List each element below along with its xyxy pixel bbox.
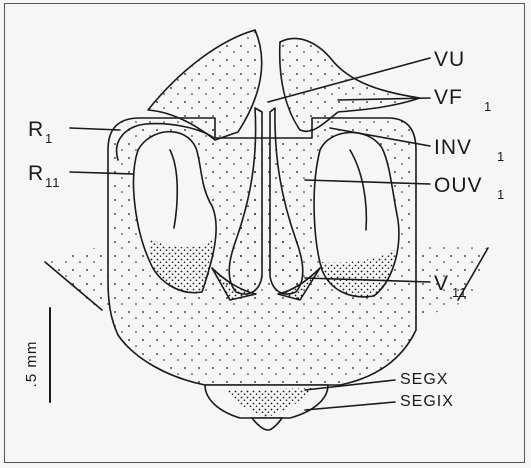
label-vu: VU [434, 48, 465, 71]
label-ouv-subscript: 1 [497, 187, 505, 202]
leader-r1 [70, 128, 120, 130]
label-r1: R [28, 118, 44, 141]
label-vf-subscript: 1 [484, 99, 492, 114]
label-r11: R [28, 162, 44, 185]
scale-bar-label: .5 mm [23, 341, 40, 388]
label-inv-subscript: 1 [497, 149, 505, 164]
segment-ix-tip [252, 418, 282, 430]
label-r11-subscript: 11 [45, 175, 61, 190]
label-ouv: OUV [434, 174, 483, 197]
label-inv: INV [434, 136, 472, 159]
label-segx: SEGX [400, 371, 448, 388]
label-r1-subscript: 1 [45, 131, 53, 146]
label-segix: SEGIX [400, 393, 454, 410]
label-v-subscript: 11 [452, 285, 468, 300]
label-v: V [434, 272, 449, 295]
label-vf: VF [434, 86, 463, 109]
